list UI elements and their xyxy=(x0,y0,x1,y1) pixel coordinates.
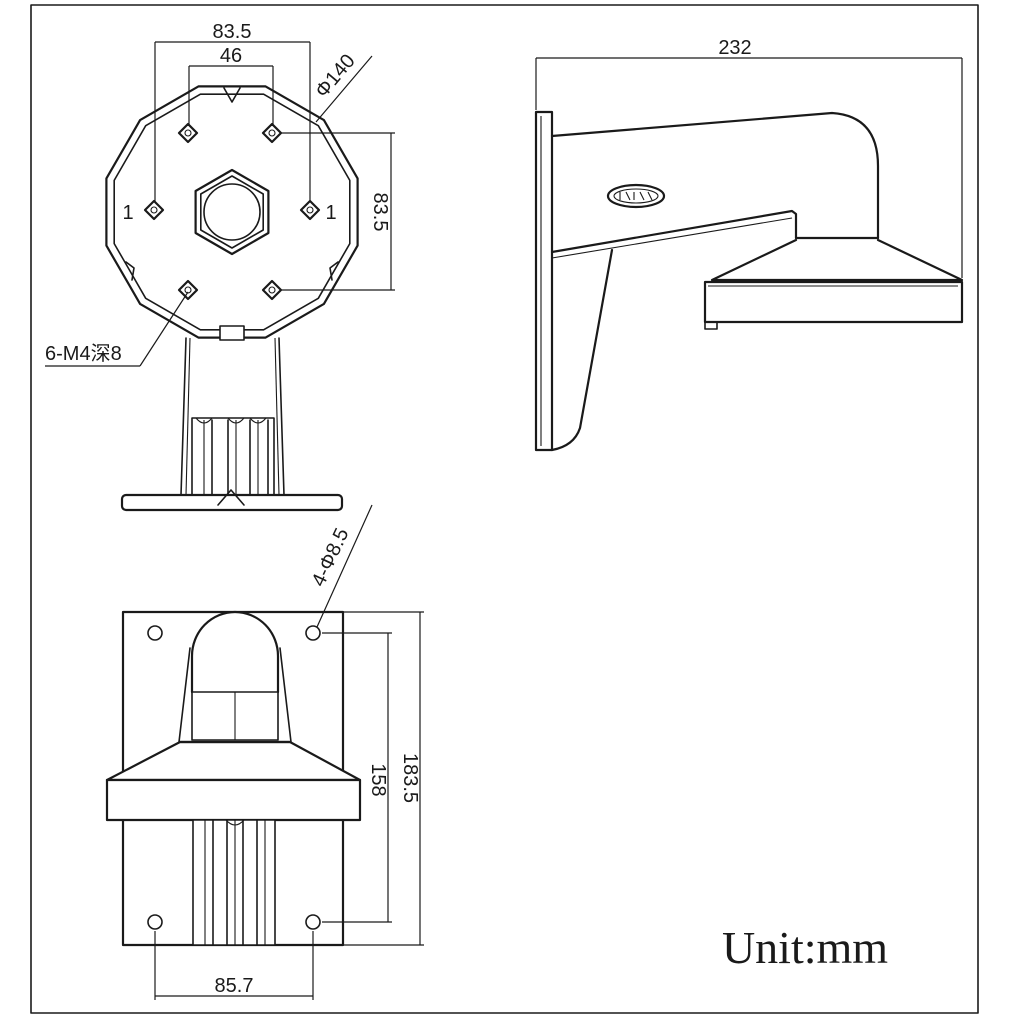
dome-skirt xyxy=(710,238,964,282)
m4-holes xyxy=(143,122,321,301)
mount-plate-inner-outline xyxy=(113,93,351,331)
base-notch xyxy=(217,489,245,506)
side-view: 232 xyxy=(534,37,964,452)
dim-inner-width: 46 xyxy=(188,45,274,125)
mounting-hole xyxy=(305,914,321,930)
dim-outer-width-label: 83.5 xyxy=(213,21,252,43)
top-notch xyxy=(223,87,241,103)
m4-hole xyxy=(143,199,165,221)
arm-top-edge xyxy=(550,111,880,240)
mounting-hole xyxy=(305,625,321,641)
dim-hole-spacing-vertical: 158 xyxy=(322,632,392,923)
bottom-view: 4-Φ8.5 158 183.5 85.7 xyxy=(105,504,424,1000)
wall-plate xyxy=(534,110,554,452)
dim-outer-width: 83.5 xyxy=(154,21,311,202)
dim-hole-spacing-horizontal: 85.7 xyxy=(154,931,314,1000)
hex-nut-inner xyxy=(200,175,265,249)
support-ribs-bottom xyxy=(192,819,276,946)
label-right: 1 xyxy=(325,202,336,224)
base-plate-edge xyxy=(120,493,344,512)
front-view: 1 1 83.5 46 Φ140 83.5 xyxy=(45,21,395,512)
dim-inner-width-label: 46 xyxy=(220,45,242,67)
support-ribs xyxy=(191,417,275,496)
unit-label: Unit:mm xyxy=(722,922,888,973)
arm-elbow xyxy=(190,610,280,694)
mounting-hole xyxy=(147,914,163,930)
mounting-hole-callout: 4-Φ8.5 xyxy=(308,504,373,628)
mount-plate-outline xyxy=(105,85,359,339)
mounting-hole-callout-label: 4-Φ8.5 xyxy=(308,525,354,590)
dome-base-bottom xyxy=(105,778,362,822)
hole-callout: 6-M4深8 xyxy=(45,291,189,367)
dim-length-label: 232 xyxy=(718,37,751,59)
arm-strut xyxy=(550,248,614,452)
label-left: 1 xyxy=(122,202,133,224)
m4-hole xyxy=(177,279,199,301)
hole-callout-label: 6-M4深8 xyxy=(45,342,122,365)
dim-height: 83.5 xyxy=(280,132,395,291)
cable-hole xyxy=(203,183,261,241)
side-notch-right xyxy=(329,261,339,281)
mounting-hole xyxy=(147,625,163,641)
m4-hole xyxy=(299,199,321,221)
m4-hole xyxy=(261,122,283,144)
dim-length: 232 xyxy=(535,37,963,278)
dome-base xyxy=(703,280,964,324)
arm-bottom-edge xyxy=(550,209,798,254)
front-stem xyxy=(120,337,344,512)
m4-hole xyxy=(261,279,283,301)
brand-logo xyxy=(606,183,666,209)
bottom-tab xyxy=(219,325,245,341)
m4-hole xyxy=(177,122,199,144)
dim-plate-height: 183.5 xyxy=(343,611,424,946)
dim-hole-spacing-vertical-label: 158 xyxy=(367,763,389,796)
dome-tab xyxy=(704,321,718,330)
dim-diameter-label: Φ140 xyxy=(311,50,360,102)
side-notch-left xyxy=(125,261,135,281)
hex-nut xyxy=(194,168,270,256)
dim-plate-height-label: 183.5 xyxy=(399,753,421,803)
dim-height-label: 83.5 xyxy=(369,193,391,232)
dim-diameter: Φ140 xyxy=(311,50,373,123)
drawing-frame xyxy=(30,4,979,1014)
dim-hole-spacing-horizontal-label: 85.7 xyxy=(215,975,254,997)
